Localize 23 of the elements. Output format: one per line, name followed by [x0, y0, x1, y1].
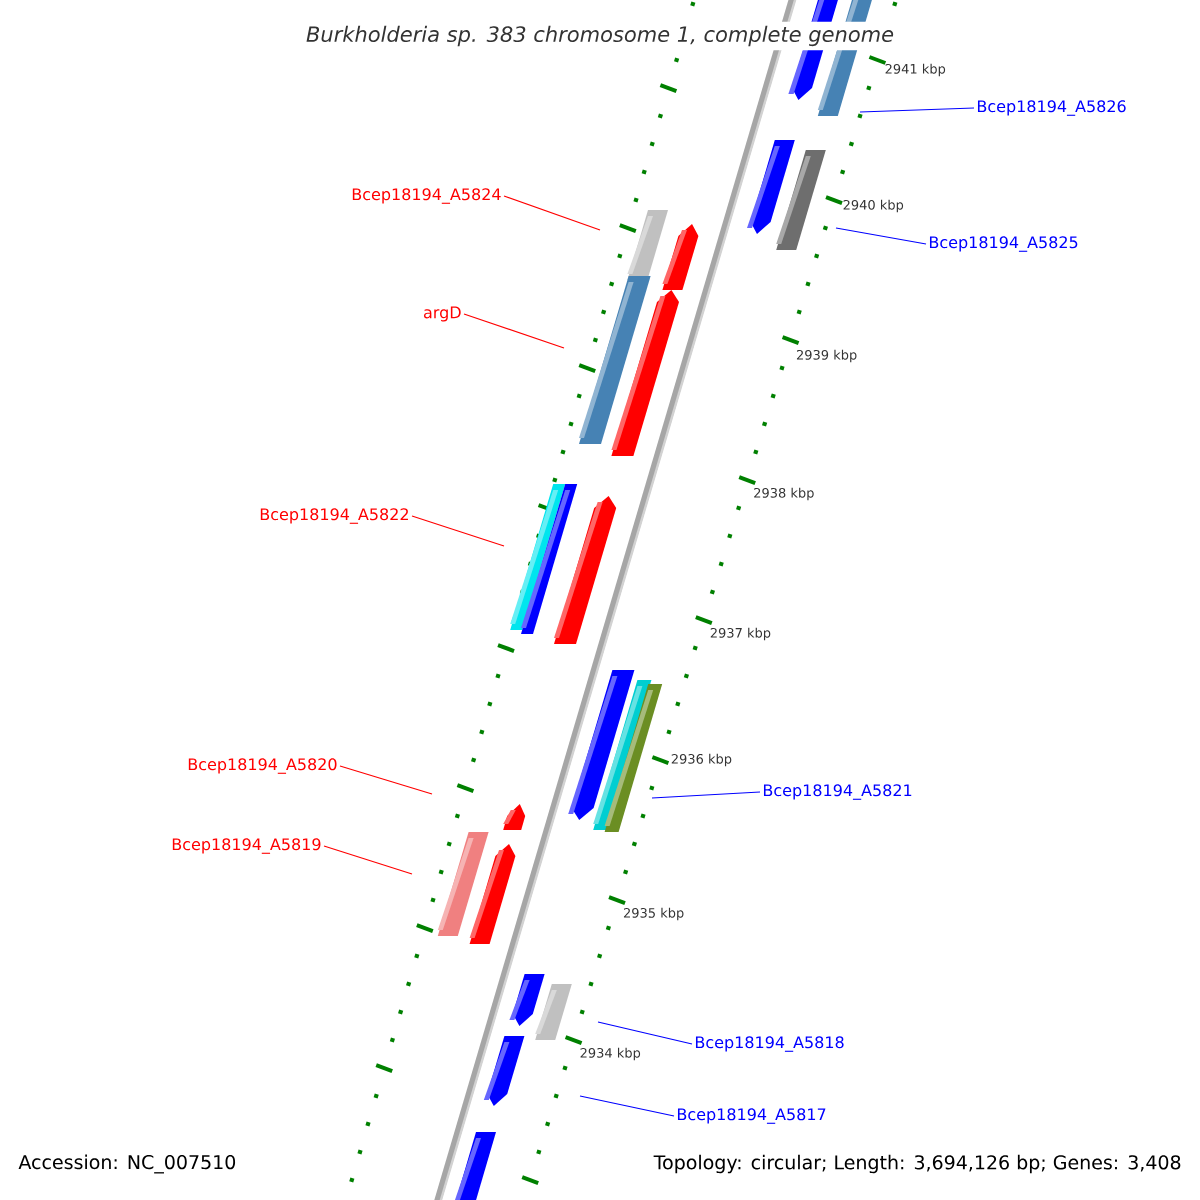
gene-label: Bcep18194_A5818	[695, 1036, 844, 1052]
leader-line	[579, 1095, 675, 1117]
leader-line	[835, 227, 927, 245]
leader-line	[503, 195, 601, 231]
leader-line	[597, 1021, 693, 1045]
gene-label: Bcep18194_A5825	[930, 236, 1078, 252]
title: Burkholderia sp. 383 chromosome 1, complete genome	[301, 21, 899, 51]
leader-line	[339, 765, 433, 795]
accession-label: Accession: NC_007510	[18, 1154, 236, 1174]
leader-line	[411, 515, 505, 547]
leader-line	[651, 791, 761, 799]
gene-label: Bcep18194_A5821	[764, 784, 912, 800]
gene-label: Bcep18194_A5824	[352, 188, 501, 204]
gene-label: Bcep18194_A5820	[188, 758, 337, 774]
leader-line	[463, 313, 565, 349]
gene-label: Bcep18194_A5819	[172, 838, 321, 854]
gene-label: argD	[424, 306, 461, 322]
gene-label: Bcep18194_A5826	[978, 100, 1126, 116]
gene-label: Bcep18194_A5822	[260, 508, 408, 524]
leader-line	[323, 845, 413, 875]
topology-label: Topology: circular; Length: 3,694,126 bp; Genes: 3,408	[651, 1152, 1184, 1176]
leader-line	[859, 107, 975, 113]
gene-label: Bcep18194_A5817	[678, 1108, 826, 1124]
